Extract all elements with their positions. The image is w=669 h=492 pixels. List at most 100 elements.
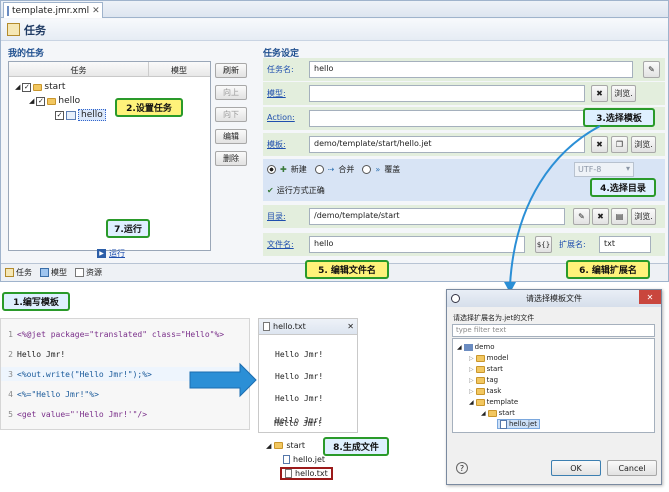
tree-item-hello-task[interactable]: ✓ hello [55, 109, 106, 121]
tree-item-label: start [44, 82, 66, 92]
output-line: Hello Jmr! [275, 350, 324, 359]
file-tab[interactable]: template.jmr.xml ✕ [3, 2, 103, 18]
generated-folder[interactable]: ◢ start [266, 441, 305, 450]
output-editor[interactable]: hello.txt ✕ Hello Jmr! Hello Jmr! Hello … [258, 318, 358, 433]
chevron-right-icon[interactable]: ▷ [469, 354, 474, 362]
close-icon[interactable]: ✕ [347, 322, 354, 331]
clear-icon[interactable]: ✖ [591, 136, 608, 153]
ext-label: 扩展名: [559, 240, 586, 249]
expand-icon[interactable]: ◢ [29, 97, 35, 105]
browse-directory-button[interactable]: 浏览. [631, 208, 656, 225]
radio-overwrite[interactable] [362, 165, 372, 174]
checkbox-icon[interactable]: ✓ [22, 82, 32, 92]
task-name-label: 任务名: [267, 65, 294, 74]
dialog-title: 请选择模板文件 [526, 294, 582, 303]
model-label[interactable]: 模型: [267, 89, 286, 98]
directory-label[interactable]: 目录: [267, 212, 286, 221]
clear-icon[interactable]: ✖ [591, 85, 608, 102]
expand-icon[interactable]: ◢ [481, 409, 486, 417]
dlg-tree-item-tag[interactable]: ▷tag [469, 375, 498, 385]
refresh-button[interactable]: 刷新 [215, 63, 247, 78]
model-input[interactable] [309, 85, 585, 102]
tab-model[interactable]: 模型 [40, 267, 67, 278]
tree-label: hello.jet [509, 420, 538, 428]
tab-task-label: 任务 [16, 268, 32, 277]
expand-icon[interactable]: ◢ [457, 343, 462, 351]
delete-button[interactable]: 删除 [215, 151, 247, 166]
pencil-icon[interactable]: ✎ [573, 208, 590, 225]
folder-icon [274, 442, 284, 449]
tree-label: demo [474, 343, 495, 351]
close-icon[interactable]: ✕ [92, 5, 100, 16]
run-link[interactable]: 运行 [109, 249, 125, 258]
tree-item-start[interactable]: ◢ ✓ start [15, 82, 65, 92]
close-icon[interactable]: ✕ [639, 290, 661, 304]
output-tab[interactable]: hello.txt ✕ [259, 319, 357, 335]
directory-input[interactable]: /demo/template/start [309, 208, 565, 225]
folder-icon [475, 387, 485, 395]
browse-template-button[interactable]: 浏览. [631, 136, 656, 153]
copy-icon[interactable]: ❐ [611, 136, 628, 153]
checkbox-icon[interactable]: ✓ [55, 110, 64, 120]
expand-icon[interactable]: ◢ [469, 398, 474, 406]
folder-icon [475, 376, 485, 384]
pencil-icon[interactable]: ✎ [643, 61, 660, 78]
ok-button[interactable]: OK [551, 460, 601, 476]
chevron-right-icon[interactable]: ▷ [469, 365, 474, 373]
expand-icon[interactable]: ◢ [266, 441, 272, 450]
task-name-input[interactable]: hello [309, 61, 633, 78]
folder-open-icon[interactable]: ▤ [611, 208, 628, 225]
tab-model-label: 模型 [51, 268, 67, 277]
radio-merge[interactable] [314, 165, 324, 174]
action-label[interactable]: Action: [267, 113, 295, 122]
dialog-file-tree[interactable]: ◢ demo ▷model ▷start ▷tag ▷ task ◢template… [452, 338, 655, 433]
move-up-button[interactable]: 向上 [215, 85, 247, 100]
generated-file-jet[interactable]: hello.jet [283, 455, 325, 464]
move-down-button[interactable]: 向下 [215, 107, 247, 122]
dlg-tree-item-start[interactable]: ▷start [469, 364, 503, 374]
arrow-curve-shape [509, 125, 601, 286]
dlg-tree-item-template[interactable]: ◢template [469, 397, 518, 407]
callout-edit-extension: 6. 编辑扩展名 [566, 260, 650, 279]
callout-choose-directory: 4.选择目录 [590, 178, 656, 197]
filter-input[interactable]: type filter text [452, 324, 655, 337]
checkbox-icon[interactable]: ✓ [36, 96, 46, 106]
xml-file-icon [7, 5, 9, 16]
template-code-editor[interactable]: 1<%@jet package="translated" class="Hell… [0, 318, 250, 430]
dlg-tree-item-model[interactable]: ▷model [469, 353, 508, 363]
variable-icon[interactable]: ${} [535, 236, 552, 253]
tree-label: task [486, 387, 502, 395]
help-icon[interactable]: ? [456, 462, 468, 474]
tab-task[interactable]: 任务 [5, 267, 32, 278]
edit-button[interactable]: 编辑 [215, 129, 247, 144]
dlg-tree-item-demo[interactable]: ◢ demo [457, 342, 494, 352]
choose-template-dialog: 请选择模板文件 ✕ 请选择扩展名为.jet的文件 type filter tex… [446, 289, 662, 485]
dlg-tree-item-task[interactable]: ▷ task [469, 386, 501, 396]
dlg-tree-item-hello-jet[interactable]: hello.jet [497, 419, 541, 429]
tab-resource-label: 资源 [86, 268, 102, 277]
folder-icon [475, 354, 485, 362]
radio-new[interactable] [267, 165, 276, 174]
template-label[interactable]: 模板: [267, 140, 286, 149]
clear-icon[interactable]: ✖ [592, 208, 609, 225]
expand-icon[interactable]: ◢ [15, 83, 21, 91]
chevron-right-icon[interactable]: ▷ [469, 387, 474, 395]
arrow-right-shape [189, 362, 257, 398]
cancel-button[interactable]: Cancel [607, 460, 657, 476]
chevron-right-icon[interactable]: ▷ [469, 376, 474, 384]
encoding-select[interactable]: UTF-8 ▾ [574, 162, 634, 177]
filename-label[interactable]: 文件名: [267, 240, 294, 249]
ext-input[interactable]: txt [599, 236, 651, 253]
template-input[interactable]: demo/template/start/hello.jet [309, 136, 585, 153]
dlg-tree-item-start-sub[interactable]: ◢start [481, 408, 515, 418]
tree-item-hello-folder[interactable]: ◢ ✓ hello [29, 96, 80, 106]
output-tab-label: hello.txt [273, 322, 306, 331]
filename-input[interactable]: hello [309, 236, 525, 253]
tab-resource[interactable]: 资源 [75, 267, 102, 278]
dialog-prompt: 请选择扩展名为.jet的文件 [453, 314, 535, 322]
browse-model-button[interactable]: 浏览. [611, 85, 636, 102]
code-text: Hello Jmr! [17, 349, 66, 359]
run-link-group[interactable]: ▶ 运行 [97, 248, 125, 259]
generated-file-txt[interactable]: hello.txt [280, 467, 333, 480]
